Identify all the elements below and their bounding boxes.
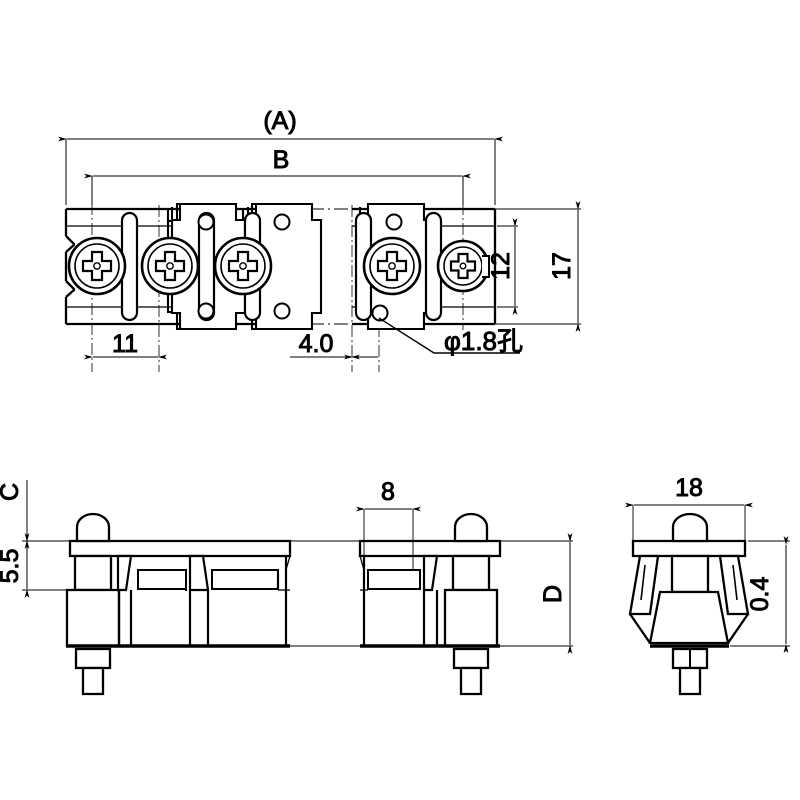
dim-label-c: C <box>0 483 24 501</box>
dim-label-hole: φ1.8孔 <box>444 326 523 356</box>
side-slot <box>120 211 443 322</box>
terminal-stud <box>66 644 290 696</box>
lower-body-end <box>648 590 730 645</box>
barrier-fin-mid <box>422 554 439 592</box>
dim-label-40: 4.0 <box>299 330 334 358</box>
dim-label-b: B <box>273 146 290 174</box>
dimension-a: (A) <box>58 107 503 205</box>
dimension-12: 12 <box>487 218 518 315</box>
dimension-b: B <box>84 146 471 205</box>
mounting-hole <box>197 213 403 322</box>
screw-dome-end <box>671 512 709 543</box>
dim-label-04: 0.4 <box>746 577 774 612</box>
barrier-fin <box>116 554 210 592</box>
cover-plate-mid <box>358 539 502 558</box>
dim-label-8: 8 <box>381 478 395 506</box>
dimension-11: 11 <box>84 330 167 360</box>
dimension-d: D <box>539 533 573 654</box>
screw-body <box>65 554 121 648</box>
terminal-stud-mid <box>360 644 500 696</box>
view-extension-lines-mid <box>340 540 573 647</box>
top-view: (A) B 11 4.0 φ1.8孔 1 <box>58 107 581 372</box>
terminal-stud-end <box>671 647 709 696</box>
screw-body-mid <box>443 554 499 648</box>
dimension-18: 18 <box>625 474 753 541</box>
fin-detail-end <box>640 564 738 601</box>
screw-dome-mid <box>453 512 489 543</box>
view-extension-lines <box>290 540 350 647</box>
dim-label-12: 12 <box>487 252 515 280</box>
dim-label-17: 17 <box>548 252 576 280</box>
dimension-40: 4.0 <box>290 330 378 360</box>
dimension-17: 17 <box>497 201 581 332</box>
dim-label-55: 5.5 <box>0 549 24 584</box>
screw-dome <box>75 512 111 543</box>
dimension-c: C <box>0 480 70 549</box>
dimension-hole: φ1.8孔 <box>378 317 524 357</box>
middle-side-view: 8 D <box>340 478 573 696</box>
dim-label-18: 18 <box>675 474 703 502</box>
body-section-lines-mid <box>362 556 439 646</box>
inner-edge-lines-mid <box>359 555 368 591</box>
dim-label-d: D <box>539 585 567 603</box>
body-section-lines <box>117 556 288 646</box>
screw-head <box>67 236 490 296</box>
dim-label-11: 11 <box>112 330 138 358</box>
right-end-view: 18 0.4 <box>625 474 790 696</box>
body-edges-end <box>629 613 749 648</box>
dimension-55: 5.5 <box>0 533 75 598</box>
flange-plate <box>631 539 747 558</box>
left-side-view: C 5.5 <box>0 480 350 696</box>
dimension-8: 8 <box>356 478 421 570</box>
dim-label-a: (A) <box>263 107 296 135</box>
cover-plate <box>68 539 292 558</box>
body-taper-end <box>628 554 750 616</box>
wire-slot-mid <box>367 569 421 590</box>
inner-edge-lines <box>278 555 291 591</box>
dimension-04: 0.4 <box>730 536 790 653</box>
